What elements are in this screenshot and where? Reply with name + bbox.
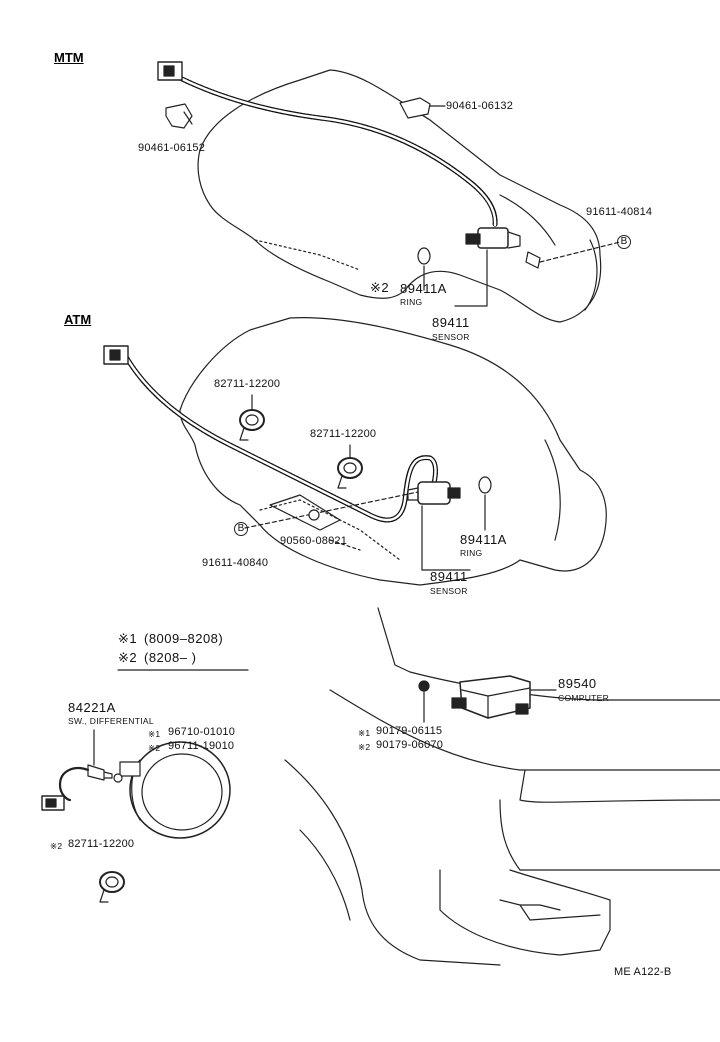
differential-switch-drawing	[41, 764, 113, 811]
mtm-ring-mark: ※2	[370, 280, 390, 295]
mtm-label-91611-40814: 91611-40814	[586, 206, 653, 218]
differential-clamp-drawing	[99, 871, 125, 903]
diff-switch-text: SW., DIFFERENTIAL	[68, 716, 154, 726]
diff-clamp: 82711-12200	[68, 838, 135, 850]
mtm-sensor-text: SENSOR	[432, 332, 470, 342]
atm-wire-harness	[122, 352, 438, 523]
atm-bolt	[308, 509, 320, 521]
computer-nut	[418, 680, 430, 692]
computer-nut1-mark: ※1	[358, 728, 371, 738]
atm-ring-text: RING	[460, 548, 483, 558]
mtm-ring-part: 89411A	[400, 281, 447, 296]
diff-p1: 96710-01010	[168, 726, 236, 738]
mtm-sensor-drawing	[465, 227, 521, 249]
mtm-ring-text: RING	[400, 297, 423, 307]
differential-housing-drawing	[113, 741, 231, 839]
atm-label-91611-40840: 91611-40840	[202, 557, 269, 569]
diff-clamp-mark: ※2	[50, 841, 63, 851]
atm-sensor-part: 89411	[430, 569, 468, 584]
atm-ref-b: B	[234, 522, 248, 536]
legend-mark-2: ※2	[118, 650, 138, 665]
section-title-mtm: MTM	[54, 50, 84, 65]
atm-label-clamp-2: 82711-12200	[310, 428, 377, 440]
computer-nut1: 90179-06115	[376, 725, 443, 737]
mtm-ref-b: B	[617, 235, 631, 249]
mtm-label-90461-06132: 90461-06132	[446, 100, 514, 112]
atm-label-clamp-1: 82711-12200	[214, 378, 281, 390]
mtm-ring	[417, 247, 431, 265]
section-title-atm: ATM	[64, 312, 92, 327]
atm-sensor-text: SENSOR	[430, 586, 468, 596]
legend-text-2: (8208– )	[144, 650, 197, 665]
atm-transmission-outline	[179, 317, 607, 586]
mtm-clamp-06152	[165, 103, 193, 129]
mtm-label-90461-06152: 90461-06152	[138, 142, 206, 154]
computer-part: 89540	[558, 676, 597, 691]
atm-ring	[478, 476, 492, 494]
atm-ring-part: 89411A	[460, 532, 507, 547]
diff-p2-mark: ※2	[148, 743, 161, 753]
mtm-bolt	[525, 251, 541, 269]
figure-code: ME A122-B	[614, 966, 672, 978]
diff-switch-part: 84221A	[68, 700, 116, 715]
diff-p2: 96711-19010	[168, 740, 235, 752]
computer-module-drawing	[451, 675, 557, 719]
mtm-sensor-part: 89411	[432, 315, 470, 330]
computer-nut2-mark: ※2	[358, 742, 371, 752]
atm-clamp-1-drawing	[239, 409, 265, 441]
legend-text-1: (8009–8208)	[144, 631, 224, 646]
atm-clamp-2-drawing	[337, 457, 363, 489]
diff-p1-mark: ※1	[148, 729, 161, 739]
computer-nut2: 90179-06070	[376, 739, 444, 751]
atm-label-90560-08021: 90560-08021	[280, 535, 348, 547]
legend-mark-1: ※1	[118, 631, 138, 646]
computer-text: COMPUTER	[558, 693, 610, 703]
atm-sensor-drawing	[407, 481, 461, 505]
mtm-clamp-06132	[399, 97, 431, 119]
